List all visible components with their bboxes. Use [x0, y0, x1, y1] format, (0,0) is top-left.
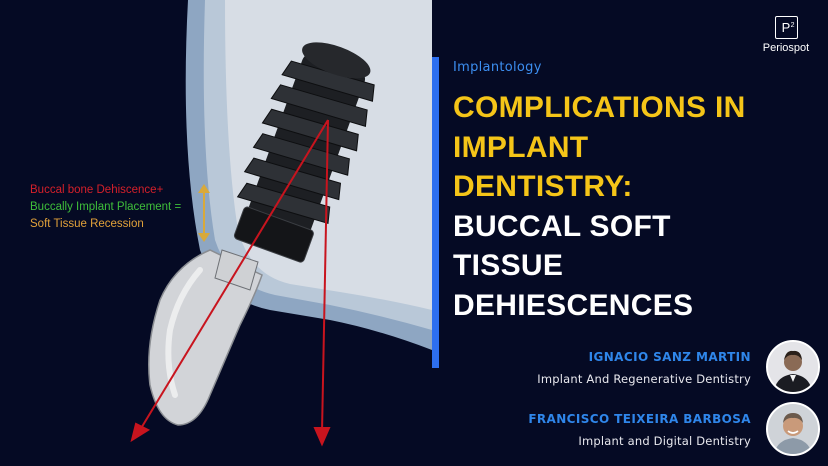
buccal-placement-label: Buccally Implant Placement = — [30, 201, 182, 213]
implant-illustration — [130, 0, 432, 447]
author-name-2[interactable]: FRANCISCO TEIXEIRA BARBOSA — [528, 412, 751, 426]
author-role-2: Implant and Digital Dentistry — [578, 434, 751, 448]
title-line: IMPLANT — [453, 130, 589, 164]
axis-arrows — [130, 119, 331, 447]
soft-tissue-recession-label: Soft Tissue Recession — [30, 218, 144, 230]
article-title: COMPLICATIONS IN IMPLANT DENTISTRY: BUCC… — [453, 88, 813, 325]
category-label[interactable]: Implantology — [453, 60, 542, 75]
double-arrow-icon — [198, 184, 210, 242]
crown — [148, 249, 263, 426]
author-avatar-2[interactable] — [766, 402, 820, 456]
title-line: BUCCAL SOFT — [453, 209, 671, 243]
author-name-1[interactable]: IGNACIO SANZ MARTIN — [588, 350, 751, 364]
author-role-1: Implant And Regenerative Dentistry — [537, 372, 751, 386]
title-line: TISSUE — [453, 249, 564, 282]
title-line: DENTISTRY: — [453, 170, 633, 203]
title-line: COMPLICATIONS IN — [453, 91, 746, 124]
crown-highlight — [165, 267, 203, 398]
person-icon — [768, 404, 818, 454]
person-icon — [768, 342, 818, 392]
implant-body — [233, 42, 375, 263]
title-line: DEHIESCENCES — [453, 288, 694, 322]
brand-name: Periospot — [762, 42, 810, 54]
author-avatar-1[interactable] — [766, 340, 820, 394]
buccal-dehiscence-label: Buccal bone Dehiscence+ — [30, 184, 164, 196]
accent-bar — [432, 57, 439, 368]
